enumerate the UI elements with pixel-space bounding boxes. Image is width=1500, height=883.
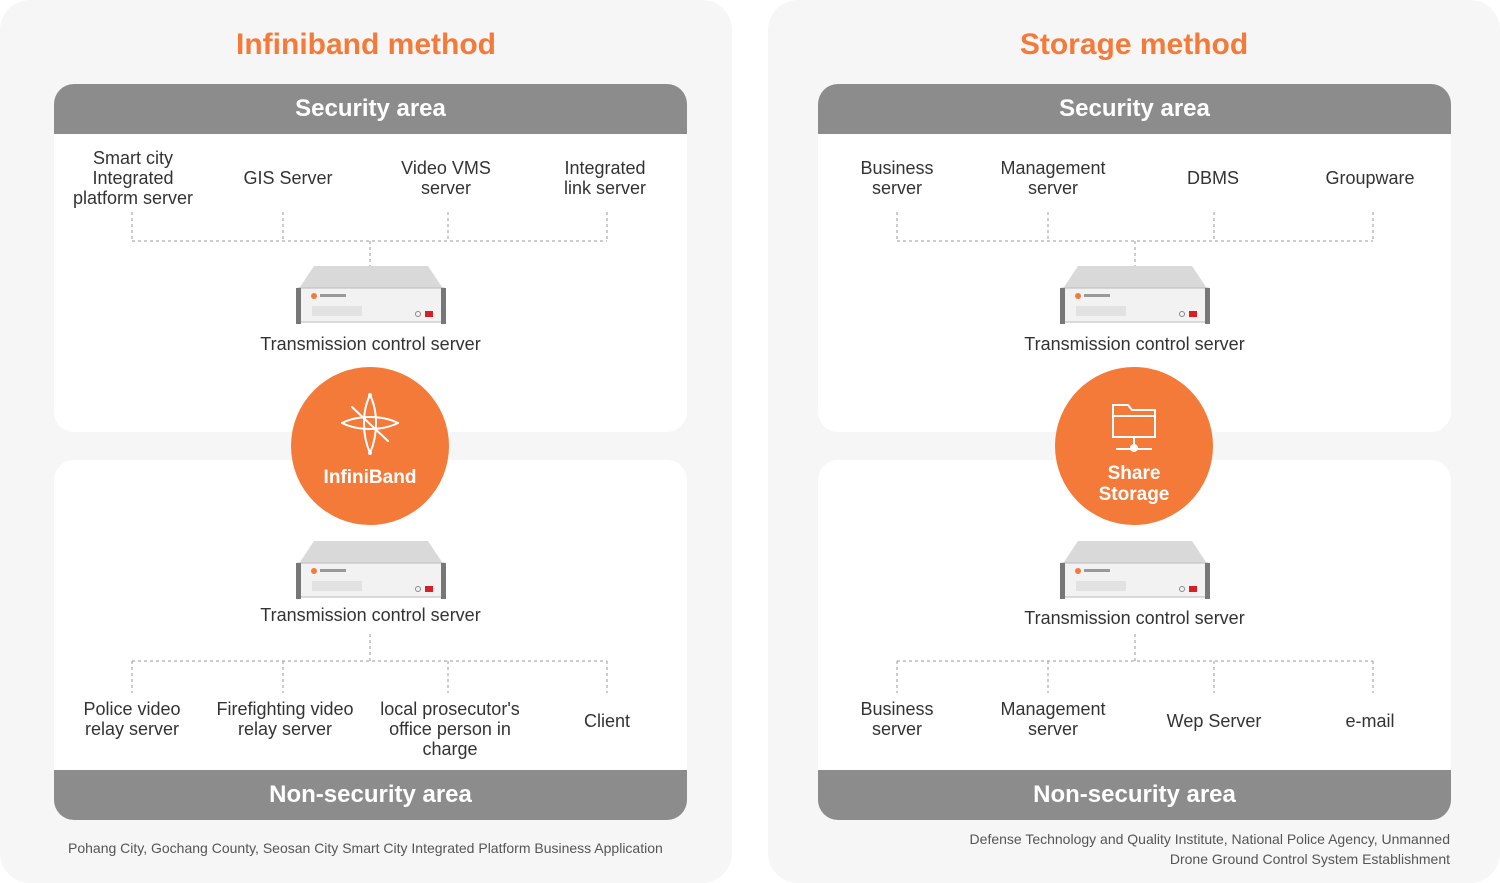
transmission-server-label: Transmission control server xyxy=(260,605,481,625)
storage-panel: Storage method Security area Business se… xyxy=(768,0,1500,883)
bottom-server-label-3: local prosecutor's office person in char… xyxy=(380,699,520,759)
bottom-server-label-4: e-mail xyxy=(1345,711,1395,731)
top-server-label-4: Groupware xyxy=(1325,168,1415,188)
non-security-area-box: Transmission control server Police video… xyxy=(54,460,687,820)
server-appliance-icon xyxy=(1060,266,1210,324)
panel-title: Infiniband method xyxy=(236,28,496,61)
server-appliance-icon xyxy=(296,541,446,599)
transmission-server-label: Transmission control server xyxy=(1024,608,1245,628)
security-area-header: Security area xyxy=(54,84,687,134)
infiniband-logo-icon xyxy=(340,393,400,461)
bottom-server-label-2: Management server xyxy=(1000,699,1106,739)
hub-label: Share Storage xyxy=(1098,463,1170,505)
folder-network-icon xyxy=(1110,401,1158,459)
transmission-server-label: Transmission control server xyxy=(260,334,481,354)
security-area-header: Security area xyxy=(818,84,1451,134)
bottom-server-label-1: Police video relay server xyxy=(83,699,181,739)
top-server-label-2: Management server xyxy=(1000,158,1106,198)
bottom-server-label-4: Client xyxy=(583,711,631,731)
bottom-server-label-3: Wep Server xyxy=(1166,711,1262,731)
source-caption: Defense Technology and Quality Institute… xyxy=(969,831,1450,867)
server-appliance-icon xyxy=(1060,541,1210,599)
non-security-area-header: Non-security area xyxy=(818,770,1451,820)
top-server-label-3: Video VMS server xyxy=(401,158,491,198)
server-appliance-icon xyxy=(296,266,446,324)
source-caption: Pohang City, Gochang County, Seosan City… xyxy=(68,840,663,856)
bottom-server-label-1: Business server xyxy=(860,699,934,739)
top-server-label-3: DBMS xyxy=(1186,168,1240,188)
infiniband-hub: InfiniBand xyxy=(291,367,449,525)
top-server-label-1: Business server xyxy=(860,158,934,198)
infiniband-panel: Infiniband method Security area Smart ci… xyxy=(0,0,732,883)
transmission-server-label: Transmission control server xyxy=(1024,334,1245,354)
top-server-label-4: Integrated link server xyxy=(563,158,647,198)
non-security-area-header: Non-security area xyxy=(54,770,687,820)
top-server-label-2: GIS Server xyxy=(243,168,333,188)
bottom-server-label-2: Firefighting video relay server xyxy=(216,699,354,739)
hub-label: InfiniBand xyxy=(323,467,417,488)
panel-title: Storage method xyxy=(1019,28,1249,61)
top-server-label-1: Smart city Integrated platform server xyxy=(72,148,194,208)
share-storage-hub: Share Storage xyxy=(1055,367,1213,525)
